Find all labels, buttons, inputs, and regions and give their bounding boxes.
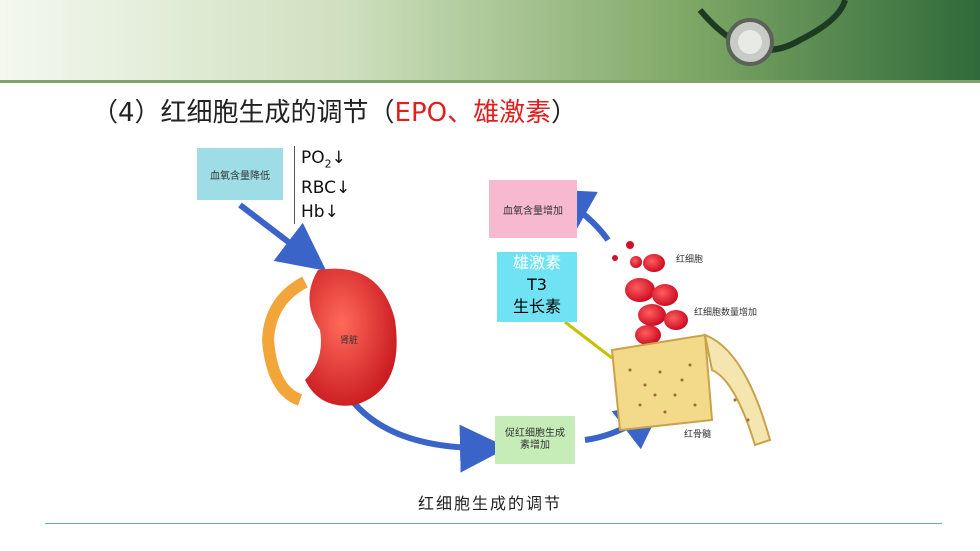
hormone-box: 雄激素 T3 生长素 — [497, 252, 577, 322]
po2-arrow: ↓ — [331, 148, 346, 168]
title-suffix: ） — [551, 98, 578, 128]
bone-marrow-icon — [610, 333, 772, 447]
rbc-item: RBC↓ — [301, 178, 351, 199]
page-title: （4）红细胞生成的调节（EPO、雄激素） — [92, 92, 577, 129]
rbc-increase-label: 红细胞数量增加 — [694, 308, 758, 318]
po2-text: PO — [301, 148, 325, 168]
hb-item: Hb↓ — [301, 202, 339, 223]
header-banner — [0, 0, 980, 82]
epo-text: 促红细胞生成素增加 — [505, 428, 565, 451]
bone-marrow-label: 红骨髓 — [684, 430, 712, 440]
arrow-kidney-to-epo — [347, 396, 508, 473]
red-blood-cells-icon — [612, 241, 688, 345]
rbc-label: 红细胞 — [676, 255, 704, 265]
footer-divider — [45, 523, 942, 524]
condition-list: PO2↓ RBC↓ Hb↓ — [294, 146, 351, 225]
oxygen-low-text: 血氧含量降低 — [210, 170, 270, 182]
diagram-caption: 红细胞生成的调节 — [417, 494, 562, 513]
arrow-to-kidney — [238, 202, 327, 271]
kidney-label: 肾脏 — [340, 336, 359, 346]
hormone-connector — [564, 320, 613, 360]
epo-box: 促红细胞生成素增加 — [495, 416, 575, 464]
title-highlight: EPO、雄激素 — [394, 98, 552, 128]
stethoscope-icon — [697, 0, 848, 66]
po2-subscript: 2 — [324, 157, 332, 171]
header-divider — [0, 80, 980, 83]
hormone-androgen: 雄激素 — [512, 253, 561, 272]
hormone-growth: 生长素 — [512, 297, 561, 316]
hormone-t3: T3 — [527, 275, 547, 294]
title-prefix: （4）红细胞生成的调节（ — [92, 98, 395, 128]
oxygen-up-text: 血氧含量增加 — [503, 205, 563, 217]
po2-item: PO2↓ — [301, 146, 350, 176]
kidney-icon — [261, 268, 397, 406]
oxygen-up-box: 血氧含量增加 — [489, 180, 577, 238]
oxygen-low-box: 血氧含量降低 — [197, 148, 283, 200]
